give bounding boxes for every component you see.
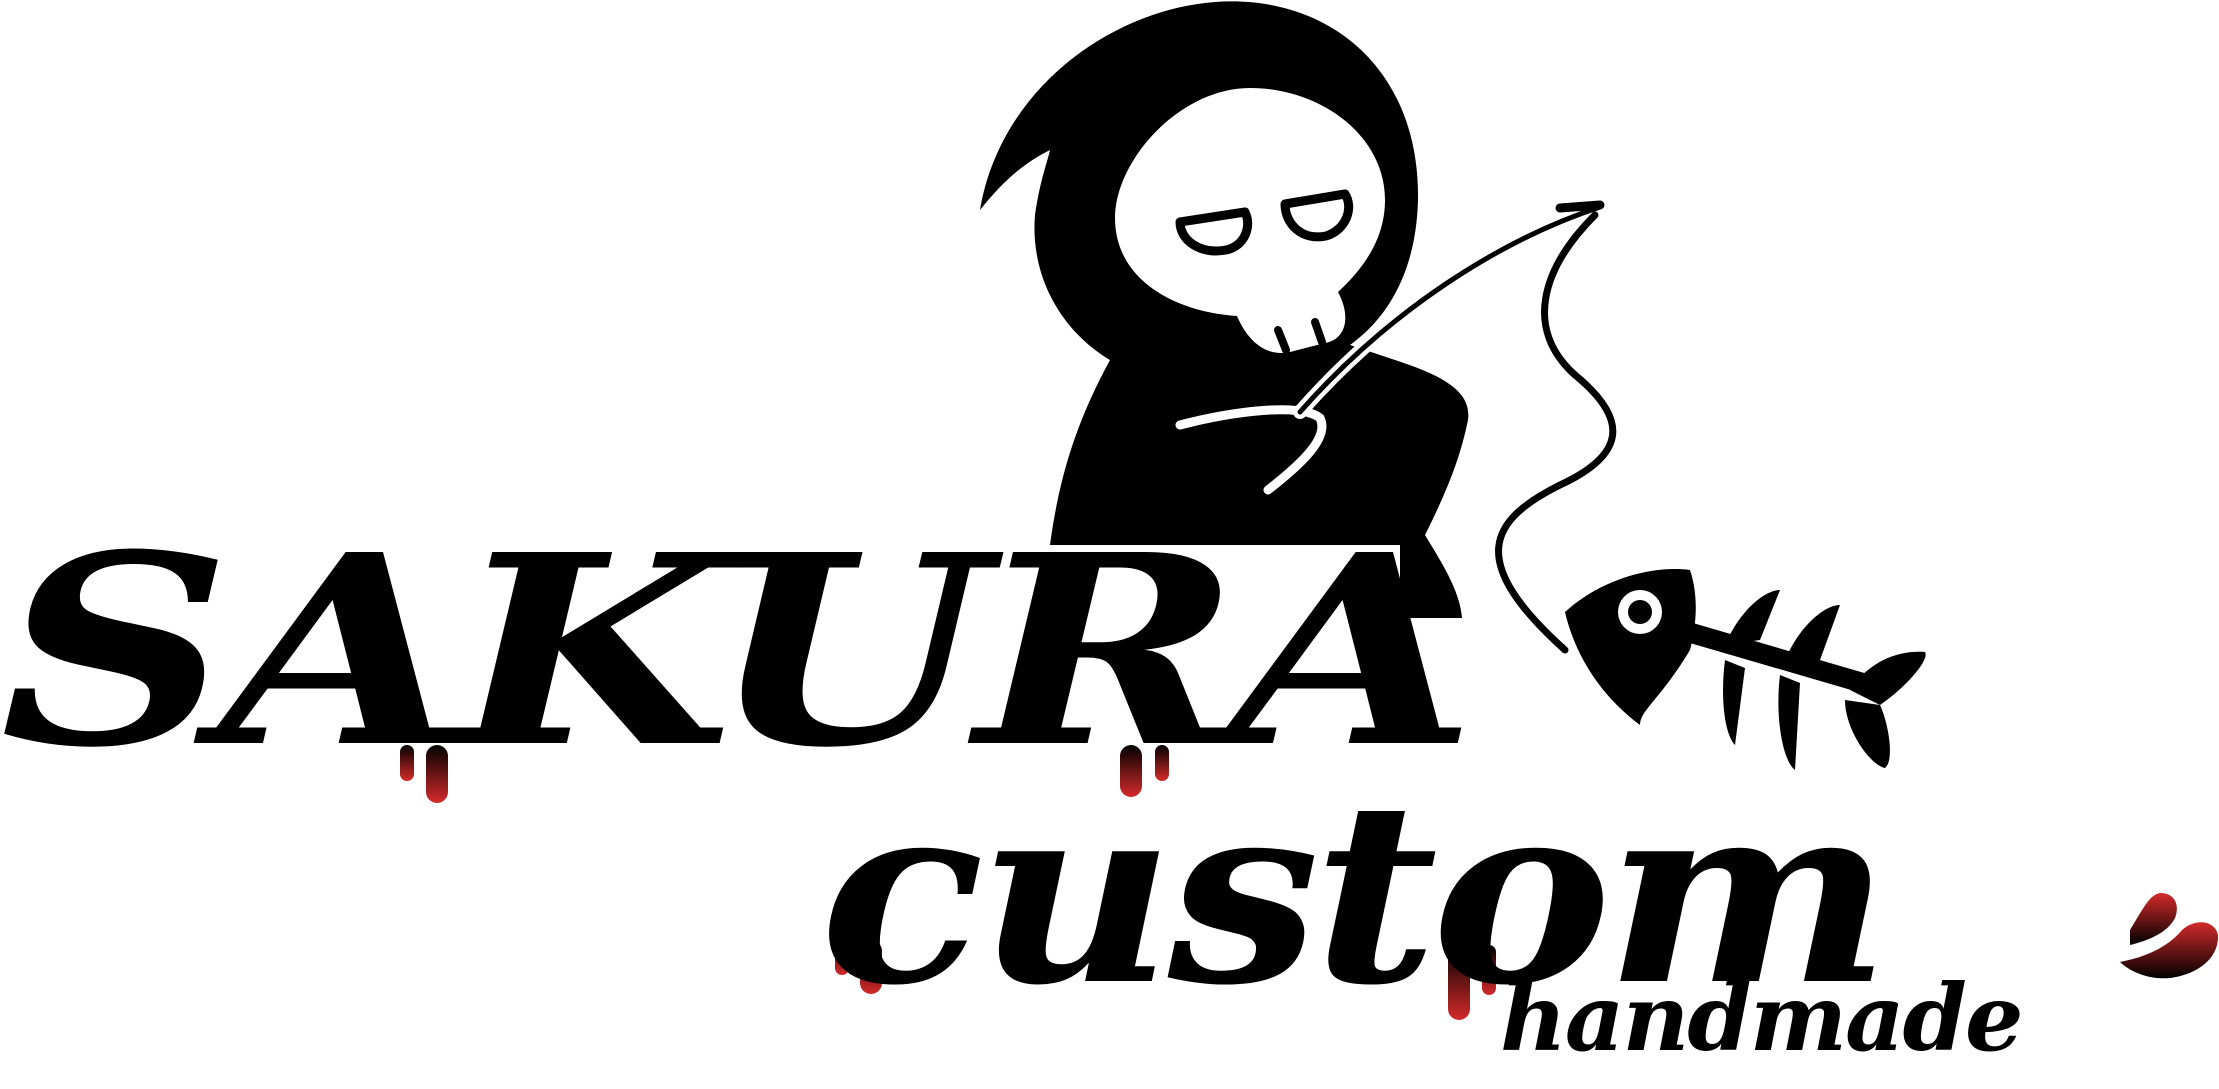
right-eye — [1280, 189, 1354, 242]
drip — [400, 745, 414, 781]
drip — [1155, 745, 1169, 781]
fishing-line — [1495, 211, 1617, 654]
drip — [835, 935, 849, 975]
rod-tip — [1555, 200, 1605, 213]
tooth-mark — [1311, 318, 1326, 346]
fish-bone — [1778, 675, 1800, 770]
fish-tail-bottom — [1845, 700, 1890, 768]
tooth-mark — [1274, 326, 1290, 354]
drip — [1482, 945, 1496, 995]
paint-drip-icon — [400, 745, 2219, 1020]
fish-tail-top — [1850, 651, 1926, 705]
drip-blob — [2120, 922, 2219, 979]
fish-bone — [1723, 660, 1745, 745]
logo-text-custom: custom — [820, 746, 1891, 1040]
drip — [1448, 945, 1470, 1020]
drip-blob — [2130, 893, 2177, 945]
left-eye — [1175, 207, 1253, 256]
fish-spine — [1678, 622, 1890, 698]
fish-skeleton-icon — [1565, 569, 1926, 770]
fishing-rod — [1297, 204, 1603, 415]
drip — [1120, 745, 1142, 797]
fish-bone — [1725, 590, 1780, 645]
logo-text-handmade: handmade — [1500, 964, 2024, 1072]
fish-bone — [1785, 605, 1840, 660]
drip — [426, 745, 448, 803]
fish-eye — [1628, 600, 1652, 624]
fish-head — [1565, 569, 1696, 725]
hooded-skull-fishing-icon — [980, 1, 1617, 654]
drip — [860, 940, 882, 994]
logo-text-sakura: SAKURA — [0, 497, 1477, 805]
arm-outline — [1175, 405, 1327, 495]
